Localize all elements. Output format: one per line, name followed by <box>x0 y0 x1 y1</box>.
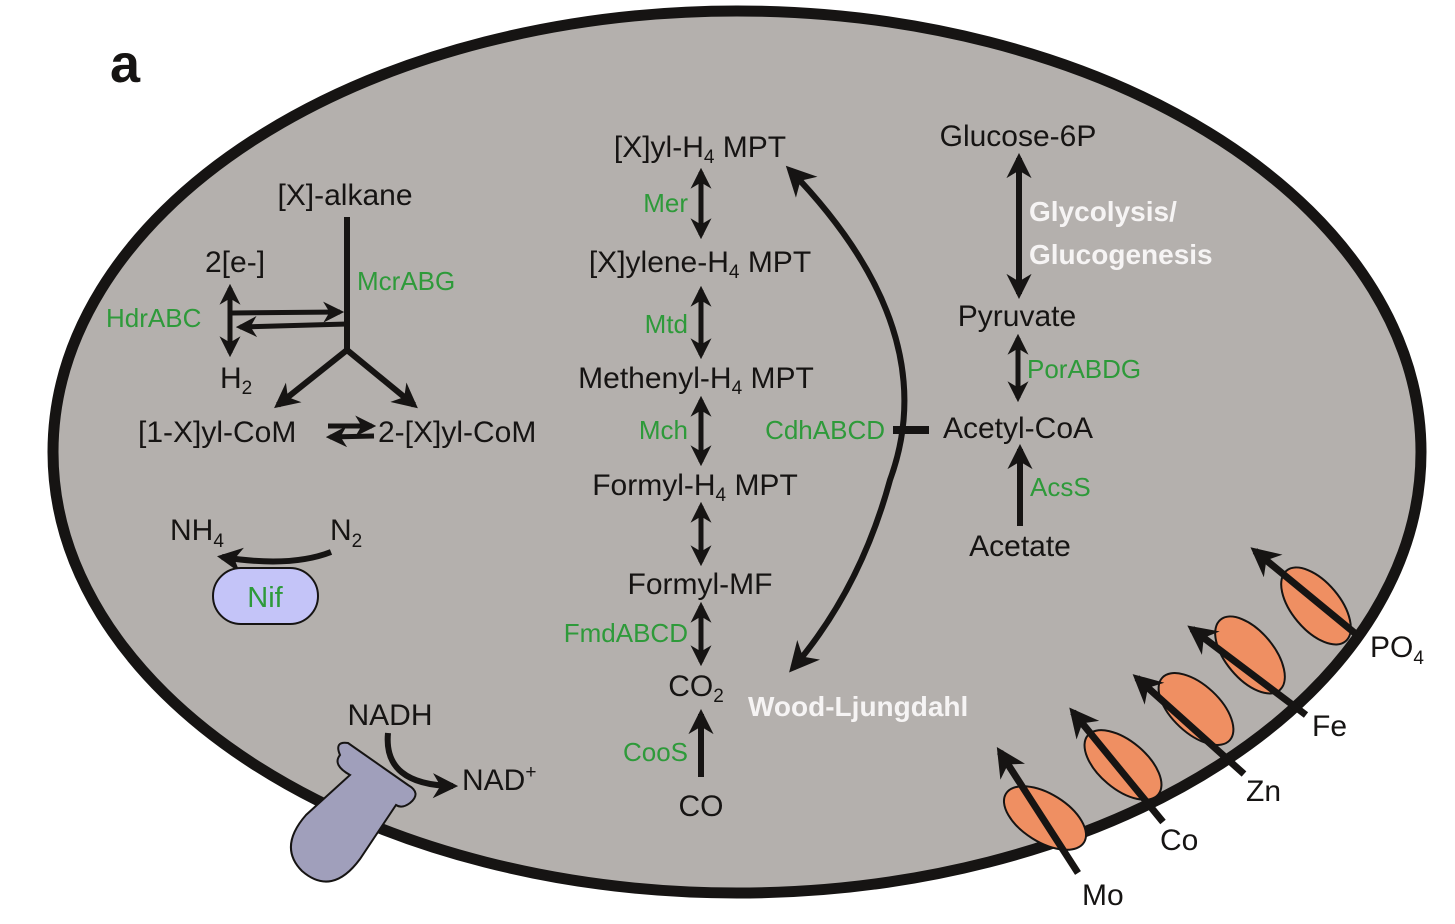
panel-label: a <box>110 34 141 94</box>
nadh-label: NADH <box>347 699 432 732</box>
transporter-ion-label: PO4 <box>1370 631 1424 669</box>
alkane-substrate: [X]-alkane <box>277 179 412 212</box>
metal-transporters: Mo Co Zn Fe PO4 <box>996 547 1424 912</box>
nif-enzyme-label: Nif <box>247 582 283 614</box>
ammonium-label: NH4 <box>170 514 224 552</box>
product-1-label: [1-X]yl-CoM <box>138 416 296 449</box>
step-xyl-h4mpt: [X]yl-H4 MPT <box>614 131 786 168</box>
uptake-arrow <box>996 747 1081 875</box>
electron-transfer-arrow-right <box>231 301 345 323</box>
branch-arrow-left <box>274 347 349 409</box>
mer-enzyme-label: Mer <box>643 188 688 218</box>
cdhabcd-enzyme-label: CdhABCD <box>765 415 885 445</box>
wood-ljungdahl-module: [X]yl-H4 MPT [X]ylene-H4 MPT Methenyl-H4… <box>564 131 969 823</box>
mch-enzyme-label: Mch <box>639 415 688 445</box>
wood-ljungdahl-cycle-arc <box>785 165 908 673</box>
alkane-activation-module: [X]-alkane McrABG 2[e-] HdrABC H2 [1-X]y… <box>106 179 536 449</box>
acetyl-coa-label: Acetyl-CoA <box>943 412 1093 445</box>
transporter-zn: Zn <box>1132 672 1281 808</box>
equilibrium-arrow-back <box>325 426 375 448</box>
acetate-label: Acetate <box>969 530 1071 563</box>
step-methenyl-h4mpt: Methenyl-H4 MPT <box>578 362 814 399</box>
hdrabc-enzyme-label: HdrABC <box>106 303 201 333</box>
transporter-ion-label: Zn <box>1246 775 1281 808</box>
porabdg-enzyme-label: PorABDG <box>1027 354 1141 384</box>
glycolysis-pathway-label-line1: Glycolysis/ <box>1029 196 1177 227</box>
product-2-label: 2-[X]yl-CoM <box>378 416 536 449</box>
transporter-co: Co <box>1069 707 1198 857</box>
step-formyl-h4mpt: Formyl-H4 MPT <box>592 469 798 506</box>
pyruvate-label: Pyruvate <box>958 300 1076 333</box>
nadh-module: NADH NAD+ <box>289 699 536 883</box>
h2-label: H2 <box>220 362 252 399</box>
nadh-dehydrogenase-shape <box>289 741 417 883</box>
mtd-enzyme-label: Mtd <box>645 309 688 339</box>
nad-plus-label: NAD+ <box>462 762 536 797</box>
uptake-arrow <box>1069 707 1166 825</box>
acss-enzyme-label: AcsS <box>1030 472 1091 502</box>
transporter-ion-label: Co <box>1160 824 1198 857</box>
glycolysis-module: Glucose-6P Glycolysis/ Glucogenesis Pyru… <box>940 120 1213 563</box>
transporter-ion-label: Fe <box>1312 710 1347 743</box>
transporter-mo: Mo <box>996 747 1124 912</box>
nitrogen-fixation-module: NH4 N2 Nif <box>170 514 362 625</box>
uptake-arrow <box>1187 625 1309 718</box>
dinitrogen-label: N2 <box>330 514 362 552</box>
uptake-arrow <box>1250 547 1365 642</box>
nitrogen-fixation-arrow <box>217 547 333 573</box>
coos-enzyme-label: CooS <box>623 737 688 767</box>
electron-transfer-arrow-left <box>235 316 348 338</box>
uptake-arrow <box>1132 674 1247 777</box>
electron-label: 2[e-] <box>205 246 265 279</box>
nadh-oxidation-arrow <box>384 732 459 799</box>
step-co2: CO2 <box>668 670 724 707</box>
glucose-6p-label: Glucose-6P <box>940 120 1097 153</box>
transporter-ion-label: Mo <box>1082 879 1124 912</box>
branch-arrow-right <box>345 347 418 409</box>
mcrabg-enzyme-label: McrABG <box>357 266 455 296</box>
step-xylene-h4mpt: [X]ylene-H4 MPT <box>589 246 811 283</box>
cell-membrane <box>47 5 1427 899</box>
fmdabcd-enzyme-label: FmdABCD <box>564 618 688 648</box>
step-co: CO <box>679 790 724 823</box>
transporter-po: PO4 <box>1250 547 1424 669</box>
step-formyl-mf: Formyl-MF <box>628 568 773 601</box>
transporter-channel-shape <box>1214 615 1286 695</box>
wood-ljungdahl-pathway-label: Wood-Ljungdahl <box>748 691 968 722</box>
glycolysis-pathway-label-line2: Glucogenesis <box>1029 239 1213 270</box>
transporter-fe: Fe <box>1187 615 1347 743</box>
nif-enzyme-shape <box>212 567 319 625</box>
